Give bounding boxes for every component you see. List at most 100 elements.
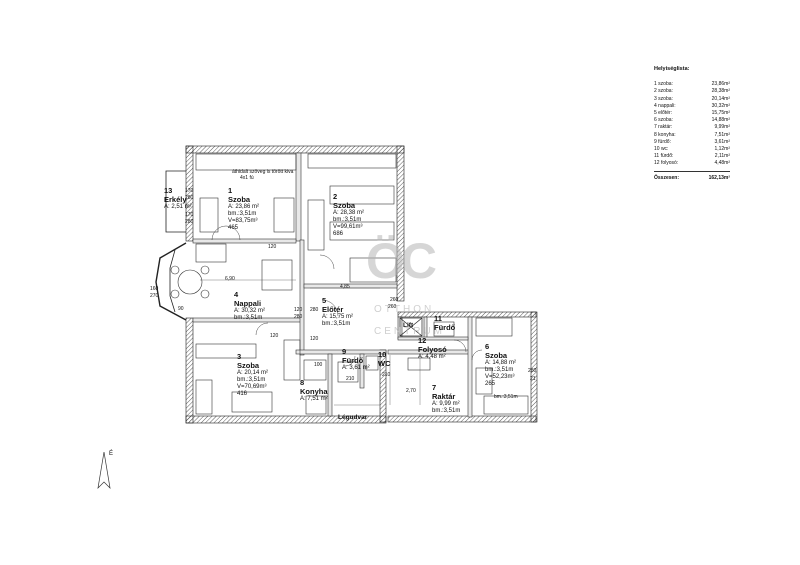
room-6-number: 6 [485,342,490,351]
dim-280c: 280 [294,314,303,320]
room-list-area: 30,32m² [711,102,730,109]
room-12-area: A: 4,48 m² [418,354,446,360]
room-2-volume: V=99,61m³ [333,224,363,230]
room-list-area: 28,38m² [711,88,730,95]
room-list-row: 5 előtér:15,75m² [654,110,730,117]
room-list-area: 3,61m² [714,138,730,145]
room-3-extra: 416 [237,391,248,397]
room-2-area: A: 28,38 m² [333,210,365,216]
room-10-label: 10 WC [378,350,391,368]
room-10-name: WC [378,359,391,368]
room-6-area: A: 14,88 m² [485,360,517,366]
room-11-number: 11 [434,314,442,323]
room-list-name: 4 nappali: [654,102,676,109]
room-12-name: Folyosó [418,345,447,354]
room-6-name: Szoba [485,351,508,360]
room-13-area: A: 2,51 m² [164,204,192,210]
room-list-area: 9,99m² [714,124,730,131]
room-list-area: 14,88m² [711,117,730,124]
room-list-row: 8 konyha: 7,51m² [654,132,730,139]
room-1-height: bm.:3,51m [228,211,257,217]
courtyard-label: Légudvar [338,414,368,421]
room-1-volume: V=83,75m³ [228,218,258,224]
room-list-row: 3 szoba:20,14m² [654,96,730,103]
room-1-area: A: 23,86 m² [228,204,260,210]
door-swings [211,225,483,367]
dim-280a: 280 [185,195,194,201]
room-list-area: 2,11m² [714,153,730,160]
room-2-height: bm.:3,51m [333,217,362,223]
room-4-name: Nappali [234,299,262,308]
room-2-number: 2 [333,192,338,201]
dim-280e: 280 [528,368,537,374]
room-6-label: 6 Szoba A: 14,88 m² bm.:3,51m V=52,23m³ … [485,342,516,388]
ceiling-note-2: 4x1 fú [240,175,254,181]
room-list-name: 2 szoba: [654,88,673,95]
room-8-area: A: 7,51 m² [300,396,328,402]
room-list-area: 7,51m² [714,131,730,138]
room-list-area: 20,14m² [711,95,730,102]
room-5-height: bm.:3,51m [322,321,351,327]
room-7-area: A: 9,99 m² [432,401,460,407]
room-4-label: 4 Nappali A: 30,32 m² bm.:3,51m [234,290,265,322]
dimension-lines [200,279,421,406]
watermark-text-1: OTTHON [374,304,435,315]
room-list-name: 1 szoba: [654,81,673,88]
dim-120a: 120 [294,307,303,313]
room-5-name: Előtér [322,305,344,314]
dim-260b: 260 [388,304,397,310]
dim-485: 4,85 [340,284,350,290]
dim-120d: 120 [310,336,319,342]
room-1-number: 1 [228,186,233,195]
room-4-number: 4 [234,290,239,299]
room-list-row: 9 fürdő:3,61m² [654,139,730,146]
room-1-extra: 465 [228,225,239,231]
room-8-name: Konyha [300,387,328,396]
dim-270b: 2,70 [406,388,416,394]
room-list-area: 4,48m² [714,160,730,167]
balcony-and-bay [155,170,187,321]
room-5-label: 5 Előtér A: 15,75 m² bm.:3,51m [322,296,353,328]
room-8-number: 8 [300,378,305,387]
watermark-text-2: CENTRUM [374,326,445,337]
room-1-name: Szoba [228,195,251,204]
room-3-area: A: 20,14 m² [237,370,269,376]
compass-label: É [109,451,114,457]
room-5-number: 5 [322,296,327,305]
watermark-logo: ÖC [366,233,437,289]
dim-170b: 170 [185,212,194,218]
room-8-label: 8 Konyha A: 7,51 m² [300,378,328,403]
room-list-name: 8 konyha: [654,131,676,138]
dim-170a: 170 [185,188,194,194]
room-3-number: 3 [237,352,242,361]
room-list-name: 10 wc: [654,146,669,153]
room-2-name: Szoba [333,201,356,210]
room-list-row: 12 folyosó: 4,48m² [654,160,730,167]
room-list-row: 6 szoba: 14,88m² [654,117,730,124]
room-11-label: 11 Fürdő [434,314,455,332]
room-2-extra: 686 [333,231,344,237]
room-13-number: 13 [164,186,173,195]
room-6-height: bm.:3,51m [485,367,514,373]
room-3-label: 3 Szoba A: 20,14 m² bm.:3,51m V=70,69m³ … [237,352,268,398]
room-7-height: bm.:3,51m [432,408,461,414]
room-list-area: 1,12m² [714,146,730,153]
room-list-row: 10 wc: 1,12m² [654,146,730,153]
room-9-name: Fürdő [342,356,364,365]
room-5-area: A: 15,75 m² [322,314,354,320]
room-6-extra: 265 [485,381,496,387]
dim-120b: 120 [268,244,277,250]
room-2-label: 2 Szoba A: 28,38 m² bm.:3,51m V=99,61m³ … [333,192,364,238]
room-list-name: 7 raktár: [654,124,673,131]
room-list-row: 2 szoba: 28,38m² [654,88,730,95]
room-11-name: Fürdő [434,323,456,332]
dim-160: 160 [150,286,159,292]
room-9-area: A: 3,61 m² [342,365,370,371]
room-3-height: bm.:3,51m [237,377,266,383]
room-list-area: 15,75m² [711,110,730,117]
room-list-name: 6 szoba: [654,117,673,124]
room-list-name: 12 folyosó: [654,160,679,167]
